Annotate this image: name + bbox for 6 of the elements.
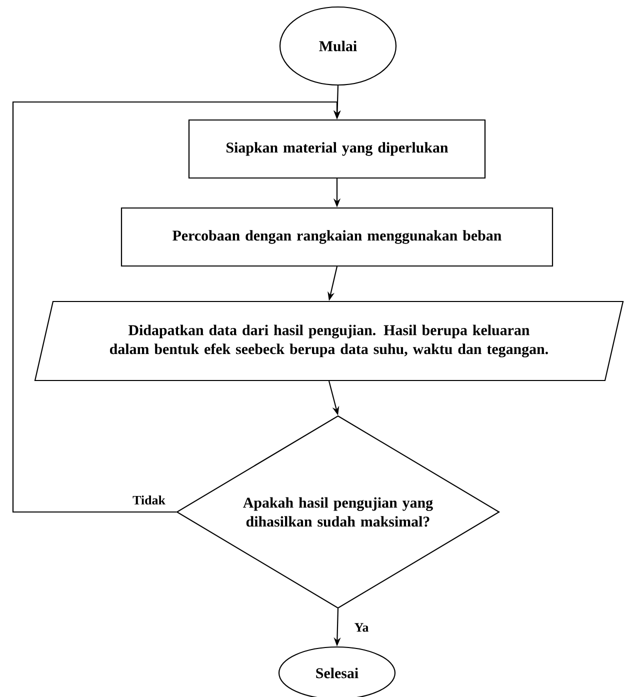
process-box: Percobaan dengan rangkaian menggunakan beban (120, 207, 554, 267)
edge-label: Ya (353, 622, 370, 633)
edge-label: Tidak (132, 494, 166, 506)
data-parallelogram: Didapatkan data dari hasil pengujian. Hasil berupa keluaran dalam bentuk efek seebeck berupa data suhu, waktu dan tegangan. (34, 300, 624, 382)
arrow (12, 101, 341, 513)
process-box: Siapkan material yang diperlukan (188, 119, 486, 179)
